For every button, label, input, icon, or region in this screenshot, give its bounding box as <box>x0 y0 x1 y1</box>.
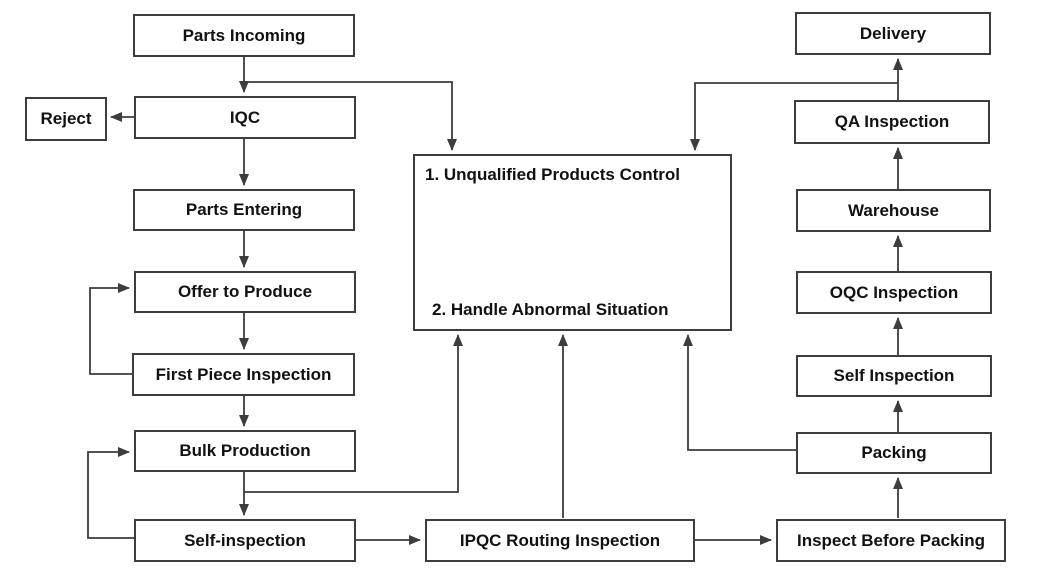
node-delivery: Delivery <box>795 12 991 55</box>
edge-qa-to-control <box>690 82 898 151</box>
node-self-inspection: Self-inspection <box>134 519 356 562</box>
node-iqc: IQC <box>134 96 356 139</box>
node-bulk-production: Bulk Production <box>134 430 356 472</box>
node-packing: Packing <box>796 432 992 474</box>
edge-first-piece-loop-to-offer <box>89 283 132 375</box>
node-reject: Reject <box>25 97 107 141</box>
control-box-line-2: 2. Handle Abnormal Situation <box>432 300 669 319</box>
edge-self-inspection-loop-to-bulk <box>87 447 134 539</box>
node-parts-entering: Parts Entering <box>133 189 355 231</box>
node-inspect-before-packing: Inspect Before Packing <box>776 519 1006 562</box>
node-warehouse: Warehouse <box>796 189 991 232</box>
node-oqc-inspection: OQC Inspection <box>796 271 992 314</box>
node-self-inspection-2: Self Inspection <box>796 355 992 397</box>
node-unqualified-products-control: 1. Unqualified Products Control 2. Handl… <box>413 154 732 331</box>
edge-parts-incoming-to-control <box>244 81 457 151</box>
edge-packing-to-control <box>683 334 796 451</box>
node-qa-inspection: QA Inspection <box>794 100 990 144</box>
node-parts-incoming: Parts Incoming <box>133 14 355 57</box>
node-offer-to-produce: Offer to Produce <box>134 271 356 313</box>
control-box-line-1: 1. Unqualified Products Control <box>425 165 681 184</box>
edge-bulk-to-control <box>244 334 463 493</box>
node-ipqc-routing-inspection: IPQC Routing Inspection <box>425 519 695 562</box>
node-first-piece-inspection: First Piece Inspection <box>132 353 355 396</box>
